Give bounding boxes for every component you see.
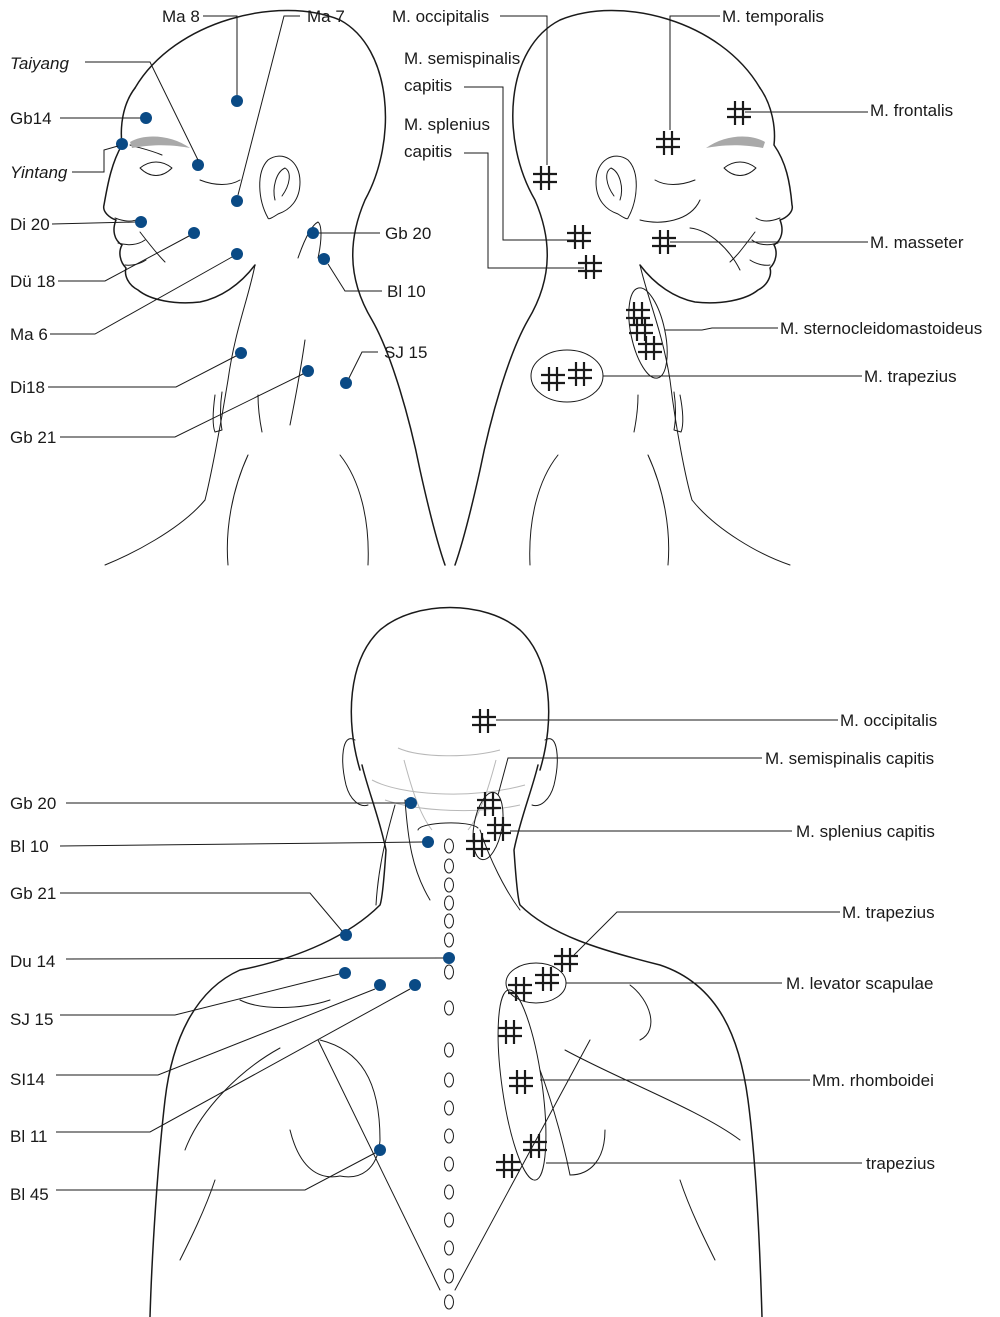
- acupoint-di18: [235, 347, 247, 359]
- label-m-frontalis: M. frontalis: [870, 101, 953, 120]
- acupoint-ma6: [231, 248, 243, 260]
- acupoint-bl11: [409, 979, 421, 991]
- label-gb21-back: Gb 21: [10, 884, 56, 903]
- label-m-trapezius-side: M. trapezius: [864, 367, 957, 386]
- back-body-outline: [150, 608, 762, 1317]
- label-du18: Dü 18: [10, 272, 55, 291]
- marker-scm-3: [638, 336, 662, 360]
- acupoint-sj15-back: [339, 967, 351, 979]
- label-sj15-back: SJ 15: [10, 1010, 53, 1029]
- label-m-splenius-back: M. splenius capitis: [796, 822, 935, 841]
- label-m-sternocleidomastoideus: M. sternocleidomastoideus: [780, 319, 982, 338]
- marker-trapezius-back: [554, 948, 578, 972]
- back-right-labels: M. occipitalis M. semispinalis capitis M…: [765, 711, 937, 1173]
- label-mm-rhomboidei: Mm. rhomboidei: [812, 1071, 934, 1090]
- label-m-splenius-line1: M. splenius: [404, 115, 490, 134]
- label-m-semispinalis-line1: M. semispinalis: [404, 49, 520, 68]
- label-gb20-back: Gb 20: [10, 794, 56, 813]
- label-bl11: Bl 11: [10, 1127, 48, 1146]
- label-gb14: Gb14: [10, 109, 52, 128]
- marker-frontalis: [727, 101, 751, 125]
- label-m-temporalis: M. temporalis: [722, 7, 824, 26]
- acupoint-ma8: [231, 95, 243, 107]
- label-bl10: Bl 10: [387, 282, 426, 301]
- acupoint-du18: [188, 227, 200, 239]
- back-acupoints: [339, 797, 455, 1156]
- marker-trapezius-1: [541, 367, 565, 391]
- acupoint-bl10-back: [422, 836, 434, 848]
- marker-trapezius-lower: [496, 1154, 520, 1178]
- label-m-occipitalis-side: M. occipitalis: [392, 7, 489, 26]
- spine-vertebrae: [445, 839, 454, 1309]
- right-labels: M. occipitalis M. semispinalis capitis M…: [392, 7, 982, 386]
- label-m-masseter: M. masseter: [870, 233, 964, 252]
- back-trigger-markers: [466, 709, 578, 1178]
- label-ma8: Ma 8: [162, 7, 200, 26]
- back-left-labels: Gb 20 Bl 10 Gb 21 Du 14 SJ 15 SI14 Bl 11…: [10, 794, 56, 1204]
- label-m-levator-scapulae: M. levator scapulae: [786, 974, 933, 993]
- label-bl45: Bl 45: [10, 1185, 49, 1204]
- acupoint-gb20: [307, 227, 319, 239]
- label-di18: Di18: [10, 378, 45, 397]
- label-gb20: Gb 20: [385, 224, 431, 243]
- acupoint-ma7: [231, 195, 243, 207]
- marker-rhomboid-3: [523, 1134, 547, 1158]
- acupoint-du14: [443, 952, 455, 964]
- label-m-trapezius-back: M. trapezius: [842, 903, 935, 922]
- label-sj15: SJ 15: [384, 343, 427, 362]
- marker-levator-1: [508, 977, 532, 1001]
- acupoint-bl10: [318, 253, 330, 265]
- marker-trapezius-2: [568, 362, 592, 386]
- acupoint-gb21: [302, 365, 314, 377]
- acupoint-si14: [374, 979, 386, 991]
- label-m-occipitalis-back: M. occipitalis: [840, 711, 937, 730]
- acupoint-taiyang: [192, 159, 204, 171]
- marker-occipitalis: [533, 166, 557, 190]
- marker-rhomboid-1: [498, 1020, 522, 1044]
- marker-splenius-back-2: [466, 833, 490, 857]
- right-head-profile: [455, 11, 792, 565]
- label-taiyang: Taiyang: [10, 54, 69, 73]
- label-du14: Du 14: [10, 952, 55, 971]
- label-m-semispinalis-line2: capitis: [404, 76, 452, 95]
- marker-temporalis: [656, 131, 680, 155]
- label-trapezius-lower: trapezius: [866, 1154, 935, 1173]
- acupoint-sj15: [340, 377, 352, 389]
- label-bl10-back: Bl 10: [10, 837, 49, 856]
- marker-rhomboid-2: [509, 1070, 533, 1094]
- left-leaders: [48, 16, 382, 437]
- marker-occipitalis-back: [472, 709, 496, 733]
- marker-semispinalis: [567, 225, 591, 249]
- left-labels: Ma 8 Ma 7 Taiyang Gb14 Yintang Di 20 Dü …: [10, 7, 431, 447]
- marker-splenius: [578, 255, 602, 279]
- label-yintang: Yintang: [10, 163, 68, 182]
- label-ma6: Ma 6: [10, 325, 48, 344]
- acupoint-yintang: [116, 138, 128, 150]
- acupoint-gb14: [140, 112, 152, 124]
- label-di20: Di 20: [10, 215, 50, 234]
- label-ma7: Ma 7: [307, 7, 345, 26]
- label-gb21: Gb 21: [10, 428, 56, 447]
- acupoint-gb20-back: [405, 797, 417, 809]
- label-m-splenius-line2: capitis: [404, 142, 452, 161]
- acupoint-bl45: [374, 1144, 386, 1156]
- marker-splenius-back-1: [487, 817, 511, 841]
- marker-levator-2: [535, 967, 559, 991]
- back-leaders: [56, 720, 862, 1190]
- acupoint-di20: [135, 216, 147, 228]
- label-si14: SI14: [10, 1070, 45, 1089]
- label-m-semispinalis-back: M. semispinalis capitis: [765, 749, 934, 768]
